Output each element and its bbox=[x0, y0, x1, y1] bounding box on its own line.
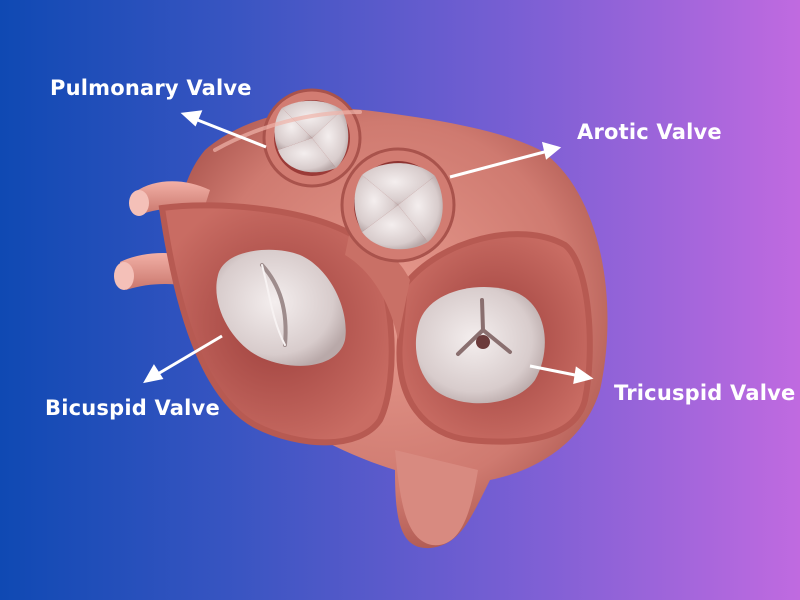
heart-apex bbox=[395, 450, 478, 546]
aortic-valve bbox=[340, 147, 456, 263]
arrow-tricuspid bbox=[529, 364, 594, 385]
pulmonary-valve bbox=[262, 88, 362, 188]
pulmonary-valve-label: Pulmonary Valve bbox=[50, 76, 252, 100]
arrow-pulmonary bbox=[180, 110, 267, 149]
bicuspid-valve bbox=[216, 249, 346, 366]
arrow-aortic bbox=[449, 141, 562, 179]
arrow-bicuspid bbox=[143, 334, 223, 384]
aortic-valve-label: Arotic Valve bbox=[577, 120, 722, 144]
heart-rim-highlight bbox=[213, 110, 362, 152]
tricuspid-valve bbox=[415, 287, 545, 404]
tricuspid-valve-label: Tricuspid Valve bbox=[614, 381, 796, 405]
bicuspid-valve-label: Bicuspid Valve bbox=[45, 396, 220, 420]
